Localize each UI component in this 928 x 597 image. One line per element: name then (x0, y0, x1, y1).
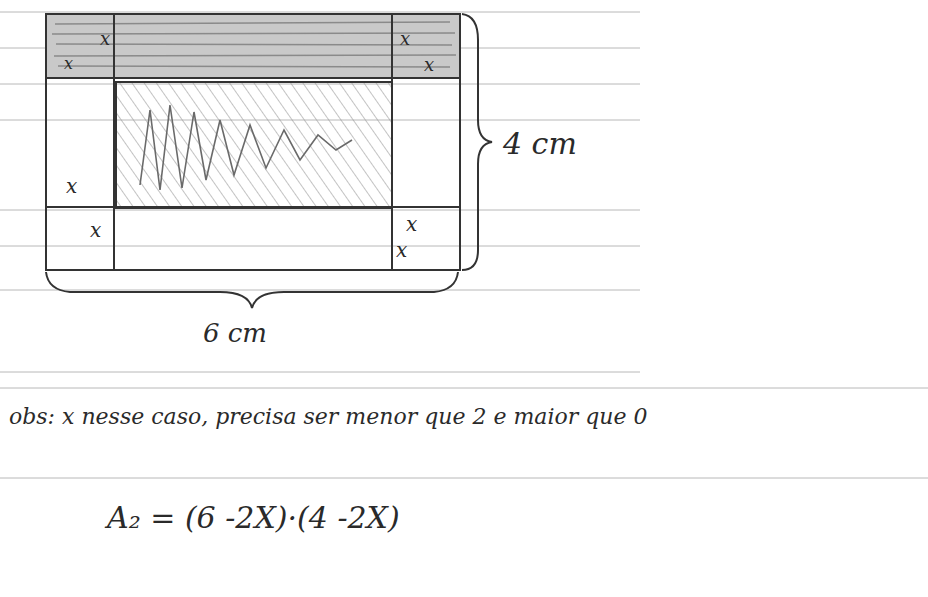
corner-x: x (64, 54, 73, 73)
note-text: obs: x nesse caso, precisa ser menor que… (6, 396, 912, 438)
corner-x: x (400, 28, 410, 50)
dimension-label: 6 cm (200, 318, 270, 349)
corner-x: x (90, 218, 101, 242)
corner-x: x (66, 174, 77, 198)
area-formula: A₂ = (6 -2X)·(4 -2X) (104, 500, 403, 536)
corner-x: x (396, 238, 407, 262)
corner-x: x (424, 54, 434, 76)
corner-x: x (100, 28, 110, 50)
dimension-label: 4 cm (500, 126, 580, 162)
corner-x: x (406, 212, 417, 236)
